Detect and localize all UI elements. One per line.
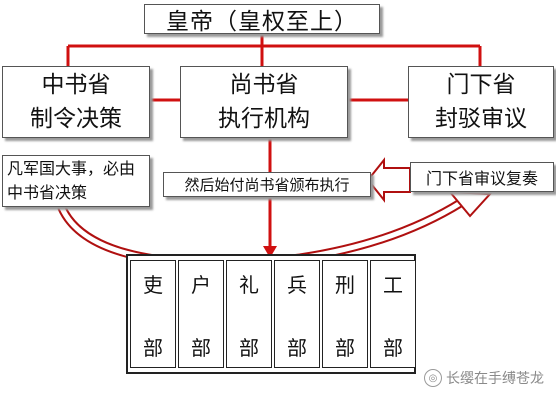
shangshu-title: 尚书省 [229,72,299,98]
menxia-box: 门下省 封驳审议 [408,66,554,138]
ministry-name: 工 [383,273,403,297]
zhongshu-role: 制令决策 [30,106,122,132]
ministry-name: 兵 [287,273,307,297]
curved-arrow-head [447,190,493,218]
ministry-column: 吏部 [130,260,176,368]
zhongshu-title: 中书省 [41,72,111,98]
menxia-role: 封驳审议 [435,106,527,132]
menxia-note-text: 门下省审议复奏 [425,169,538,188]
ministry-suffix: 部 [335,336,355,360]
ministry-column: 刑部 [322,260,368,368]
shangshu-role: 执行机构 [218,106,310,132]
shangshu-note: 然后始付尚书省颁布执行 [163,172,371,197]
ministry-column: 工部 [370,260,416,368]
ministry-suffix: 部 [383,336,403,360]
ministry-column: 户部 [178,260,224,368]
zhongshu-note: 凡军国大事，必由中书省决策 [2,155,150,207]
shangshu-box: 尚书省 执行机构 [180,66,348,138]
ministry-suffix: 部 [287,336,307,360]
shangshu-note-text: 然后始付尚书省颁布执行 [184,176,350,194]
menxia-note: 门下省审议复奏 [410,162,554,192]
shangshu-down-arrowhead [263,246,277,258]
watermark-text: 长缨在手缚苍龙 [446,371,544,387]
ministry-suffix: 部 [143,336,163,360]
ministry-column: 兵部 [274,260,320,368]
watermark: ◎ 长缨在手缚苍龙 [424,368,544,388]
zhongshu-box: 中书省 制令决策 [2,66,150,138]
emperor-label: 皇帝（皇权至上） [166,9,358,35]
ministry-name: 刑 [335,273,355,297]
zhongshu-note-text: 凡军国大事，必由中书省决策 [7,159,136,202]
ministry-name: 吏 [143,273,163,297]
menxia-to-shangshu-arrow [366,157,411,203]
wechat-logo-icon: ◎ [424,369,442,387]
ministry-suffix: 部 [239,336,259,360]
ministry-name: 礼 [239,273,259,297]
ministry-name: 户 [191,273,211,297]
emperor-box: 皇帝（皇权至上） [144,4,380,35]
ministry-column: 礼部 [226,260,272,368]
ministry-suffix: 部 [191,336,211,360]
menxia-title: 门下省 [446,72,516,98]
